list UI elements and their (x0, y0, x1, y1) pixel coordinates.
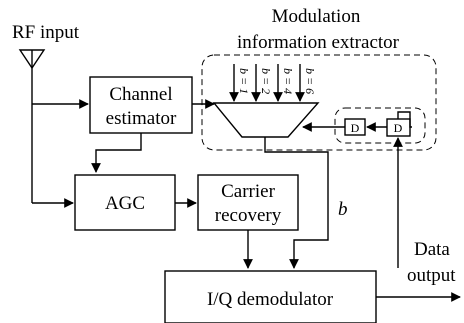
channel-estimator-label-line2: estimator (106, 108, 177, 129)
mux-input-label-3: b = 4 (281, 68, 295, 94)
iq-demodulator-block: I/Q demodulator (164, 270, 377, 323)
delay-block-2: D (386, 118, 411, 137)
channel-estimator-label-line1: Channel (109, 84, 172, 105)
b-signal-label: b (338, 199, 348, 220)
iq-demodulator-label: I/Q demodulator (207, 289, 334, 310)
delay-loop-line (397, 111, 412, 128)
extractor-title-line1: Modulation (272, 6, 361, 27)
carrier-recovery-label-line2: recovery (215, 205, 282, 226)
delay-label-2: D (394, 121, 403, 135)
delay-block-1: D (344, 118, 366, 136)
data-output-label-line1: Data (414, 239, 450, 260)
rf-input-label: RF input (12, 22, 80, 43)
mux-input-label-2: b = 2 (259, 68, 273, 94)
arrow-estimator-to-agc (91, 133, 142, 173)
antenna-icon (18, 49, 46, 70)
extractor-dashed-boundary (201, 54, 437, 151)
carrier-recovery-label-line1: Carrier (221, 181, 275, 202)
arrow-mux-b-to-demodulator (264, 137, 329, 269)
multiplexer (212, 102, 320, 138)
delay-label-1: D (351, 121, 360, 135)
channel-estimator-block: Channel estimator (89, 76, 193, 134)
carrier-recovery-block: Carrier recovery (197, 174, 299, 231)
data-output-label-line2: output (407, 265, 456, 286)
mux-input-label-1: b = 1 (237, 68, 251, 94)
agc-block: AGC (74, 174, 176, 231)
agc-label: AGC (105, 193, 145, 214)
extractor-title-line2: information extractor (237, 32, 400, 53)
delay-chain-dashed-boundary (334, 107, 426, 144)
mux-input-label-4: b = 6 (303, 68, 317, 94)
